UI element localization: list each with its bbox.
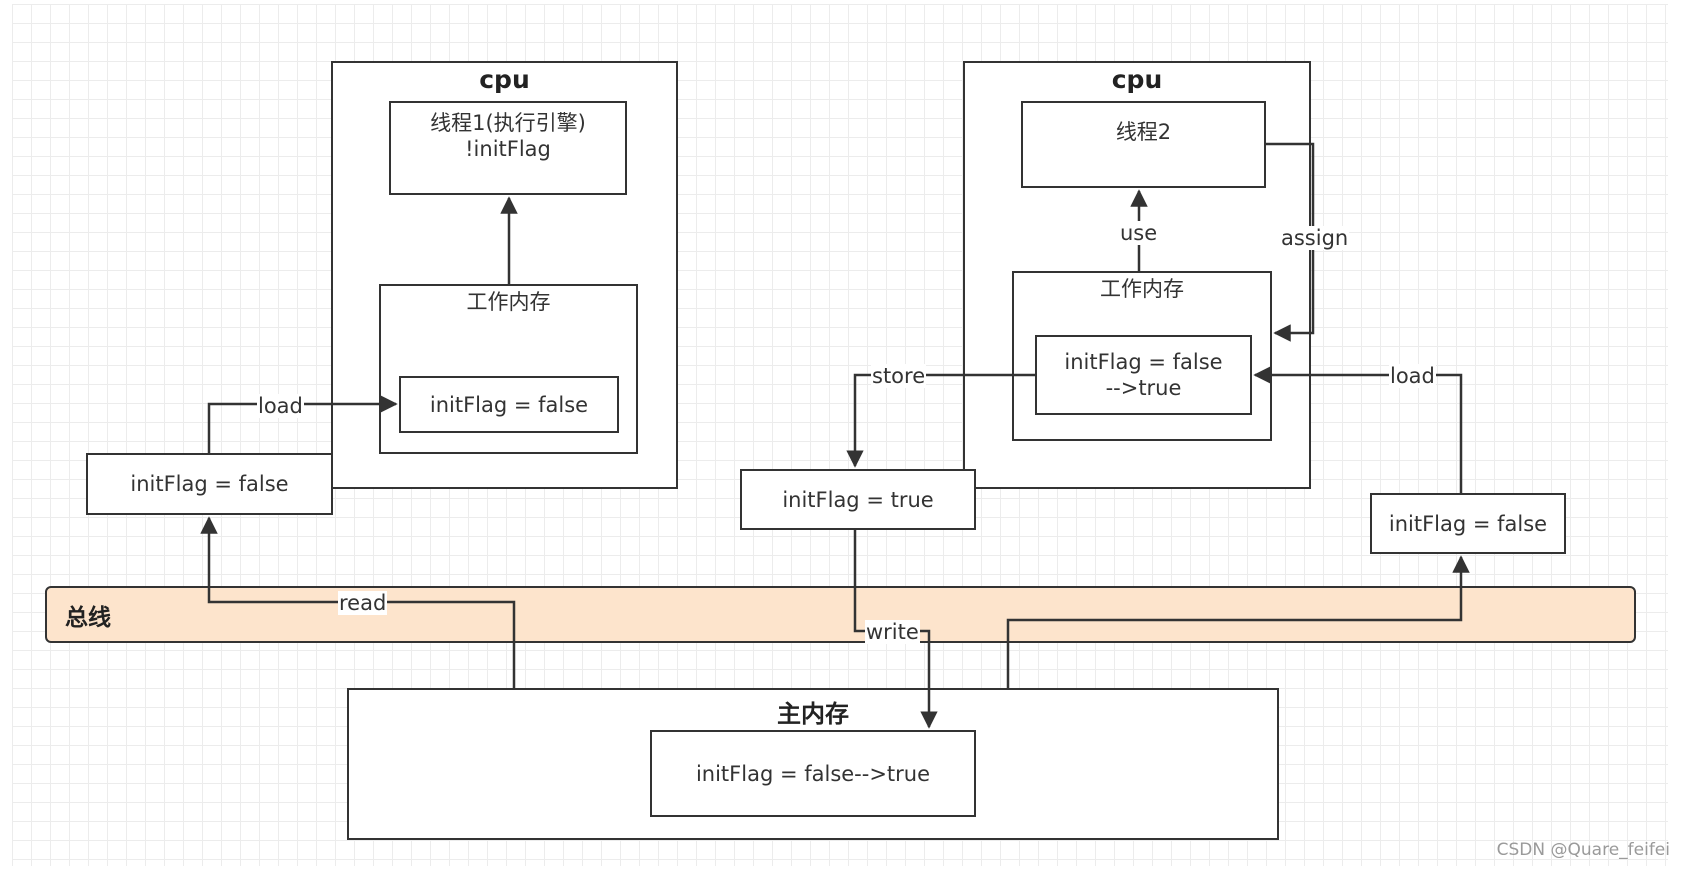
- left-thread-box: 线程1(执行引擎) !initFlag: [389, 101, 627, 195]
- main-memory-title: 主内存: [777, 700, 849, 728]
- edge-label-store: store: [871, 364, 927, 388]
- left-work-memory-value: initFlag = false: [399, 376, 619, 433]
- arrow-load-left: [207, 395, 398, 453]
- csdn-watermark: CSDN @Quare_feifei: [1496, 840, 1670, 860]
- edge-label-read: read: [338, 591, 388, 615]
- edge-label-assign: assign: [1280, 226, 1350, 250]
- arrow-bus-to-right-copy: [1006, 555, 1470, 688]
- edge-label-load-left: load: [257, 394, 304, 418]
- arrow-load-right: [1253, 366, 1463, 493]
- edge-label-use: use: [1119, 221, 1159, 245]
- right-work-memory-title: 工作内存: [1100, 277, 1184, 301]
- edge-label-load-right: load: [1389, 364, 1436, 388]
- arrow-store: [846, 373, 1035, 468]
- right-work-memory-value: initFlag = false -->true: [1035, 335, 1252, 415]
- left-work-memory-title: 工作内存: [466, 290, 551, 314]
- left-cpu-title: cpu: [479, 65, 530, 94]
- middle-copy-box: initFlag = true: [740, 469, 976, 530]
- right-thread-box: 线程2: [1021, 101, 1266, 188]
- right-cpu-title: cpu: [1111, 65, 1163, 94]
- right-copy-box: initFlag = false: [1370, 493, 1566, 554]
- left-copy-box: initFlag = false: [86, 453, 333, 515]
- bus-bar: 总线: [45, 586, 1636, 643]
- bus-label: 总线: [65, 605, 111, 631]
- edge-label-write: write: [865, 620, 920, 644]
- main-memory-value-box: initFlag = false-->true: [650, 730, 976, 817]
